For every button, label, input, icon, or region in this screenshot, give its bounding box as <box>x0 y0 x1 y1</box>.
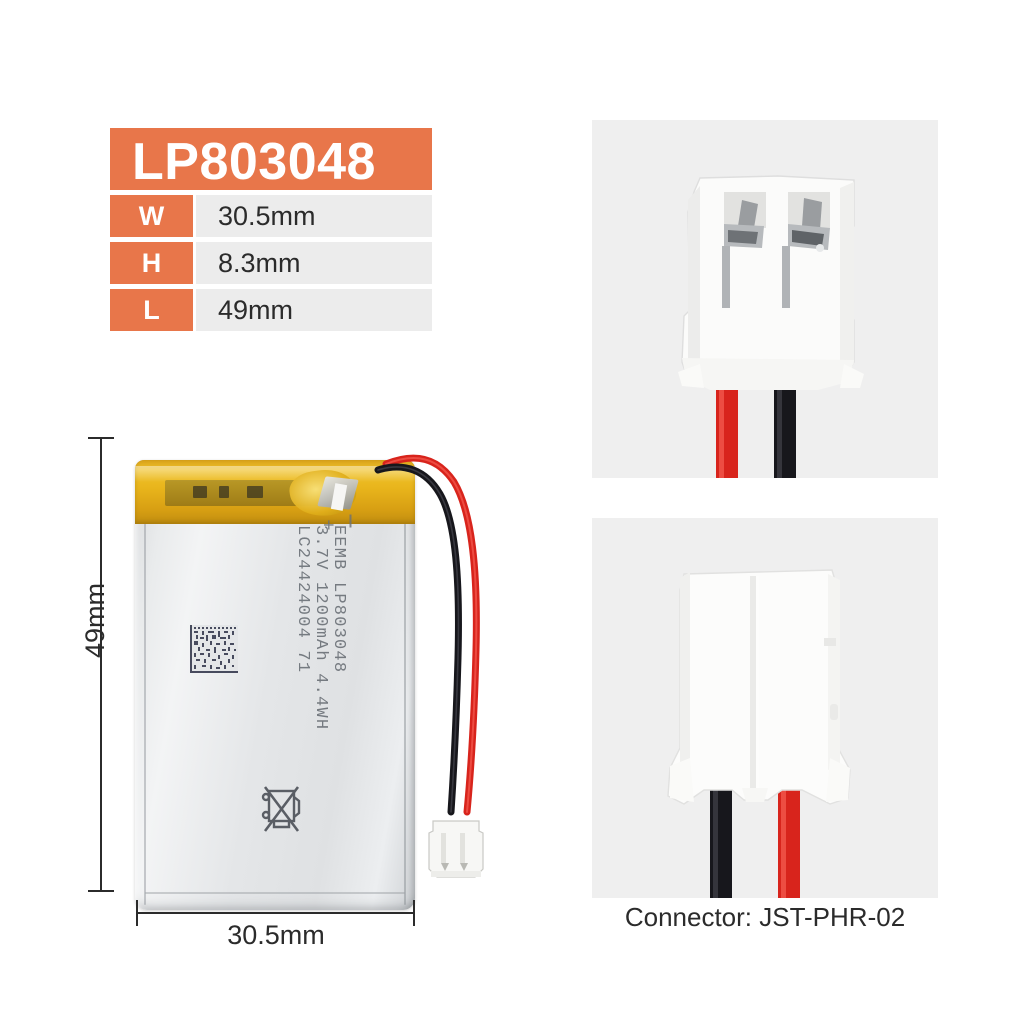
spec-key-l: L <box>110 289 193 331</box>
spec-key-h: H <box>110 242 193 284</box>
black-wire <box>710 780 732 898</box>
dimension-cap-left <box>136 900 138 926</box>
battery-pouch-body <box>135 460 415 910</box>
pouch-seam-bottom <box>145 892 405 894</box>
product-model-title: LP803048 <box>110 128 432 190</box>
spec-row-l: L 49mm <box>110 289 432 331</box>
spec-key-w: W <box>110 195 193 237</box>
connector-front-view-panel <box>592 120 938 478</box>
label-line-model: EEMB LP803048 <box>329 525 348 674</box>
metal-contacts <box>722 198 830 308</box>
negative-terminal-mark <box>349 514 352 528</box>
pcb-chip <box>193 486 207 498</box>
connector-housing <box>667 569 851 805</box>
spec-table: LP803048 W 30.5mm H 8.3mm L 49mm <box>110 128 432 331</box>
black-wire <box>774 370 796 478</box>
waste-bin-crossed-out-icon <box>261 786 301 832</box>
datamatrix-code-icon <box>190 625 238 673</box>
spec-value-h: 8.3mm <box>196 242 432 284</box>
dimension-cap-bottom <box>88 890 114 892</box>
dimension-cap-top <box>88 437 114 439</box>
spec-value-w: 30.5mm <box>196 195 432 237</box>
dimension-cap-right <box>413 900 415 926</box>
pouch-seam-right <box>404 464 406 905</box>
connector-caption: Connector: JST-PHR-02 <box>624 902 906 932</box>
spec-row-h: H 8.3mm <box>110 242 432 284</box>
dimension-label-length: 49mm <box>80 582 111 659</box>
kapton-tape <box>135 460 415 524</box>
dimension-line-vertical <box>100 437 102 892</box>
spec-row-w: W 30.5mm <box>110 195 432 237</box>
label-line-lot-code: LC24424004 71 <box>293 525 312 674</box>
battery-photo: + EEMB LP803048 3.7V 1200mAh 4.4WH LC244… <box>86 420 546 920</box>
connector-back-view-panel <box>592 518 938 898</box>
connector-back-photo <box>592 518 938 898</box>
pcb-chip <box>219 486 229 498</box>
connector-front-photo <box>592 120 938 478</box>
dimension-label-width: 30.5mm <box>227 920 325 950</box>
pcb-chip <box>247 486 263 498</box>
connector-housing <box>678 175 864 390</box>
spec-value-l: 49mm <box>196 289 432 331</box>
label-line-ratings: 3.7V 1200mAh 4.4WH <box>311 525 330 731</box>
pouch-seam-left <box>144 464 146 905</box>
dimension-line-horizontal <box>137 912 415 914</box>
battery-jst-connector <box>428 820 484 878</box>
